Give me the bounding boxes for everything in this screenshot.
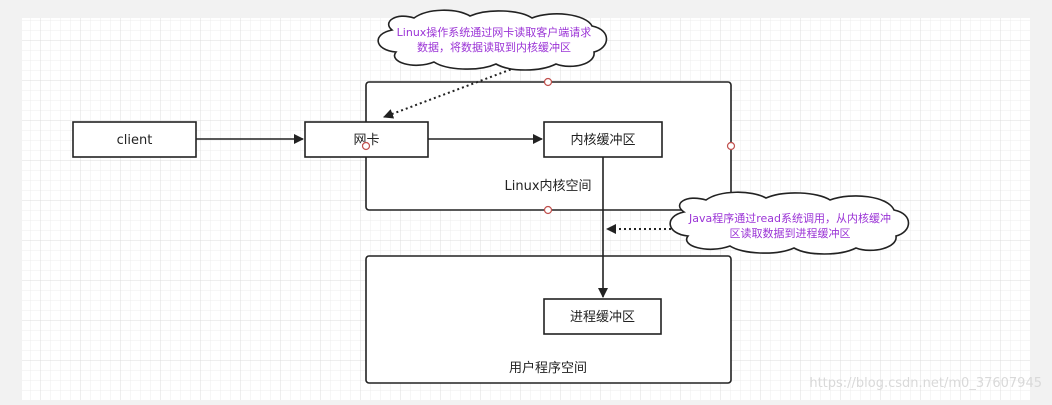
user-program-space-label: 用户程序空间 (509, 360, 587, 376)
os-note-line-2: 数据，将数据读取到内核缓冲区 (417, 40, 571, 54)
os-note-cloud[interactable]: Linux操作系统通过网卡读取客户端请求 数据，将数据读取到内核缓冲区 (377, 9, 608, 71)
java-note-line-2: 区读取数据到进程缓冲区 (730, 226, 851, 240)
handle-bottom[interactable] (543, 205, 553, 215)
nic-box[interactable] (304, 121, 429, 158)
handle-top[interactable] (543, 77, 553, 87)
process-buffer-label: 进程缓冲区 (570, 310, 635, 325)
client-label: client (117, 133, 153, 148)
kernel-buffer-label: 内核缓冲区 (570, 132, 635, 148)
os-note-pointer[interactable] (383, 65, 521, 119)
nic-label: 网卡 (353, 133, 379, 148)
linux-kernel-space-label: Linux内核空间 (504, 178, 591, 194)
client-box[interactable] (72, 121, 197, 158)
java-note-line-1: Java程序通过read系统调用，从内核缓冲 (688, 211, 891, 225)
watermark: https://blog.csdn.net/m0_37607945 (809, 376, 1042, 391)
kernel-buffer-box[interactable] (543, 121, 663, 158)
handle-left[interactable] (361, 141, 371, 151)
process-buffer-box[interactable] (543, 298, 662, 335)
java-note-cloud[interactable]: Java程序通过read系统调用，从内核缓冲 区读取数据到进程缓冲区 (669, 191, 910, 255)
os-note-line-1: Linux操作系统通过网卡读取客户端请求 (397, 25, 592, 39)
handle-right[interactable] (726, 141, 736, 151)
